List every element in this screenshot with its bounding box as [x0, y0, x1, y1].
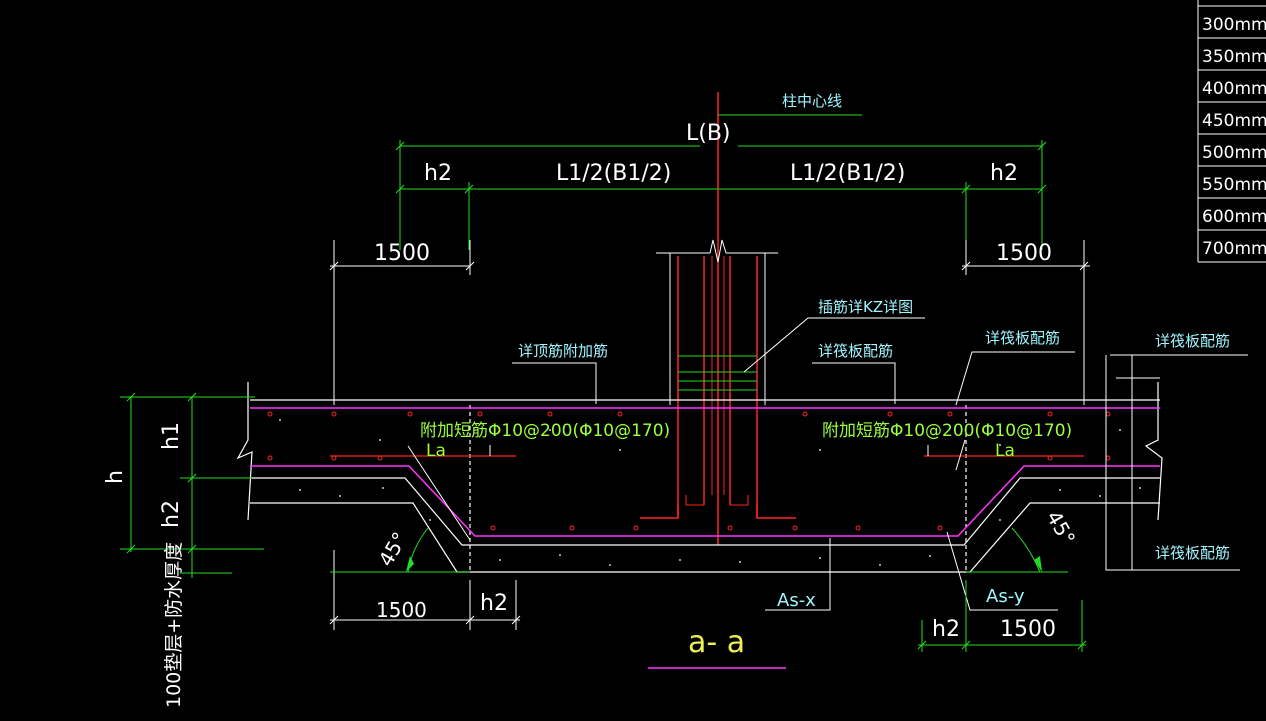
h2-bottom-left: h2	[480, 591, 508, 616]
column-centerline: 柱中心线	[717, 92, 862, 545]
dim-1500-bottom-left: 1500	[376, 598, 427, 622]
raft-right-label: 详筏板配筋	[985, 329, 1060, 347]
extra-bar-right-label: 附加短筋Φ10@200(Φ10@170)	[822, 421, 1072, 441]
centerline-label: 柱中心线	[782, 92, 842, 110]
h2-top-right-label: h2	[990, 161, 1018, 186]
cushion-note: 100垫层+防水厚度	[163, 542, 185, 708]
slab-outline	[236, 382, 1163, 573]
concrete-hatch	[279, 419, 1141, 566]
la-right-label: La	[995, 441, 1015, 461]
dim-1500-top-left: 1500	[374, 241, 430, 266]
raft-bottom-right-label: 详筏板配筋	[1155, 544, 1230, 562]
as-y-label: As-y	[986, 586, 1025, 607]
la-markers	[489, 445, 929, 456]
dim-1500-bottom-right: 1500	[1000, 617, 1056, 642]
leader-lines	[407, 317, 1248, 611]
h2-vertical-label: h2	[159, 500, 184, 528]
raft-far-right-label: 详筏板配筋	[1155, 332, 1230, 350]
top-extra-label: 详顶筋附加筋	[518, 342, 608, 360]
half-left-label: L1/2(B1/2)	[556, 161, 671, 186]
extra-bar-left-label: 附加短筋Φ10@200(Φ10@170)	[420, 421, 670, 441]
left-dimensions	[120, 392, 264, 578]
raft-mid-label: 详筏板配筋	[818, 342, 893, 360]
h1-label: h1	[159, 422, 184, 450]
h-label: h	[103, 470, 128, 484]
table-cell: 500mm	[1202, 143, 1266, 163]
table-cell: 600mm	[1202, 207, 1266, 227]
h2-bottom-right: h2	[932, 617, 960, 642]
dowel-label: 插筋详KZ详图	[818, 298, 913, 316]
section-title: a- a	[688, 625, 745, 660]
thickness-table: 300mm 350mm 400mm 450mm 500mm 550mm 600m…	[1197, 0, 1266, 263]
table-cell: 700mm	[1202, 239, 1266, 259]
dim-1500-top-right: 1500	[996, 241, 1052, 266]
table-cell: 550mm	[1202, 175, 1266, 195]
half-right-label: L1/2(B1/2)	[790, 161, 905, 186]
rebar	[250, 407, 1160, 537]
table-cell: 450mm	[1202, 111, 1266, 131]
angle-arrows	[406, 556, 1042, 572]
table-cell: 400mm	[1202, 79, 1266, 99]
top-1500-dims	[329, 240, 1090, 405]
column	[640, 239, 796, 519]
table-cell: 350mm	[1202, 47, 1266, 67]
total-width-label: L(B)	[686, 121, 731, 146]
la-left-label: La	[426, 441, 446, 461]
bottom-right-dimensions	[917, 580, 1087, 652]
h2-top-left-label: h2	[424, 161, 452, 186]
rebar-dots	[267, 411, 1111, 531]
top-dimensions	[395, 140, 1047, 250]
angle-right-label: 45°	[1042, 507, 1081, 550]
angle-left-label: 45°	[374, 528, 413, 571]
table-cell: 300mm	[1202, 15, 1266, 35]
as-x-label: As-x	[777, 590, 816, 611]
bottom-dimensions	[329, 550, 521, 630]
